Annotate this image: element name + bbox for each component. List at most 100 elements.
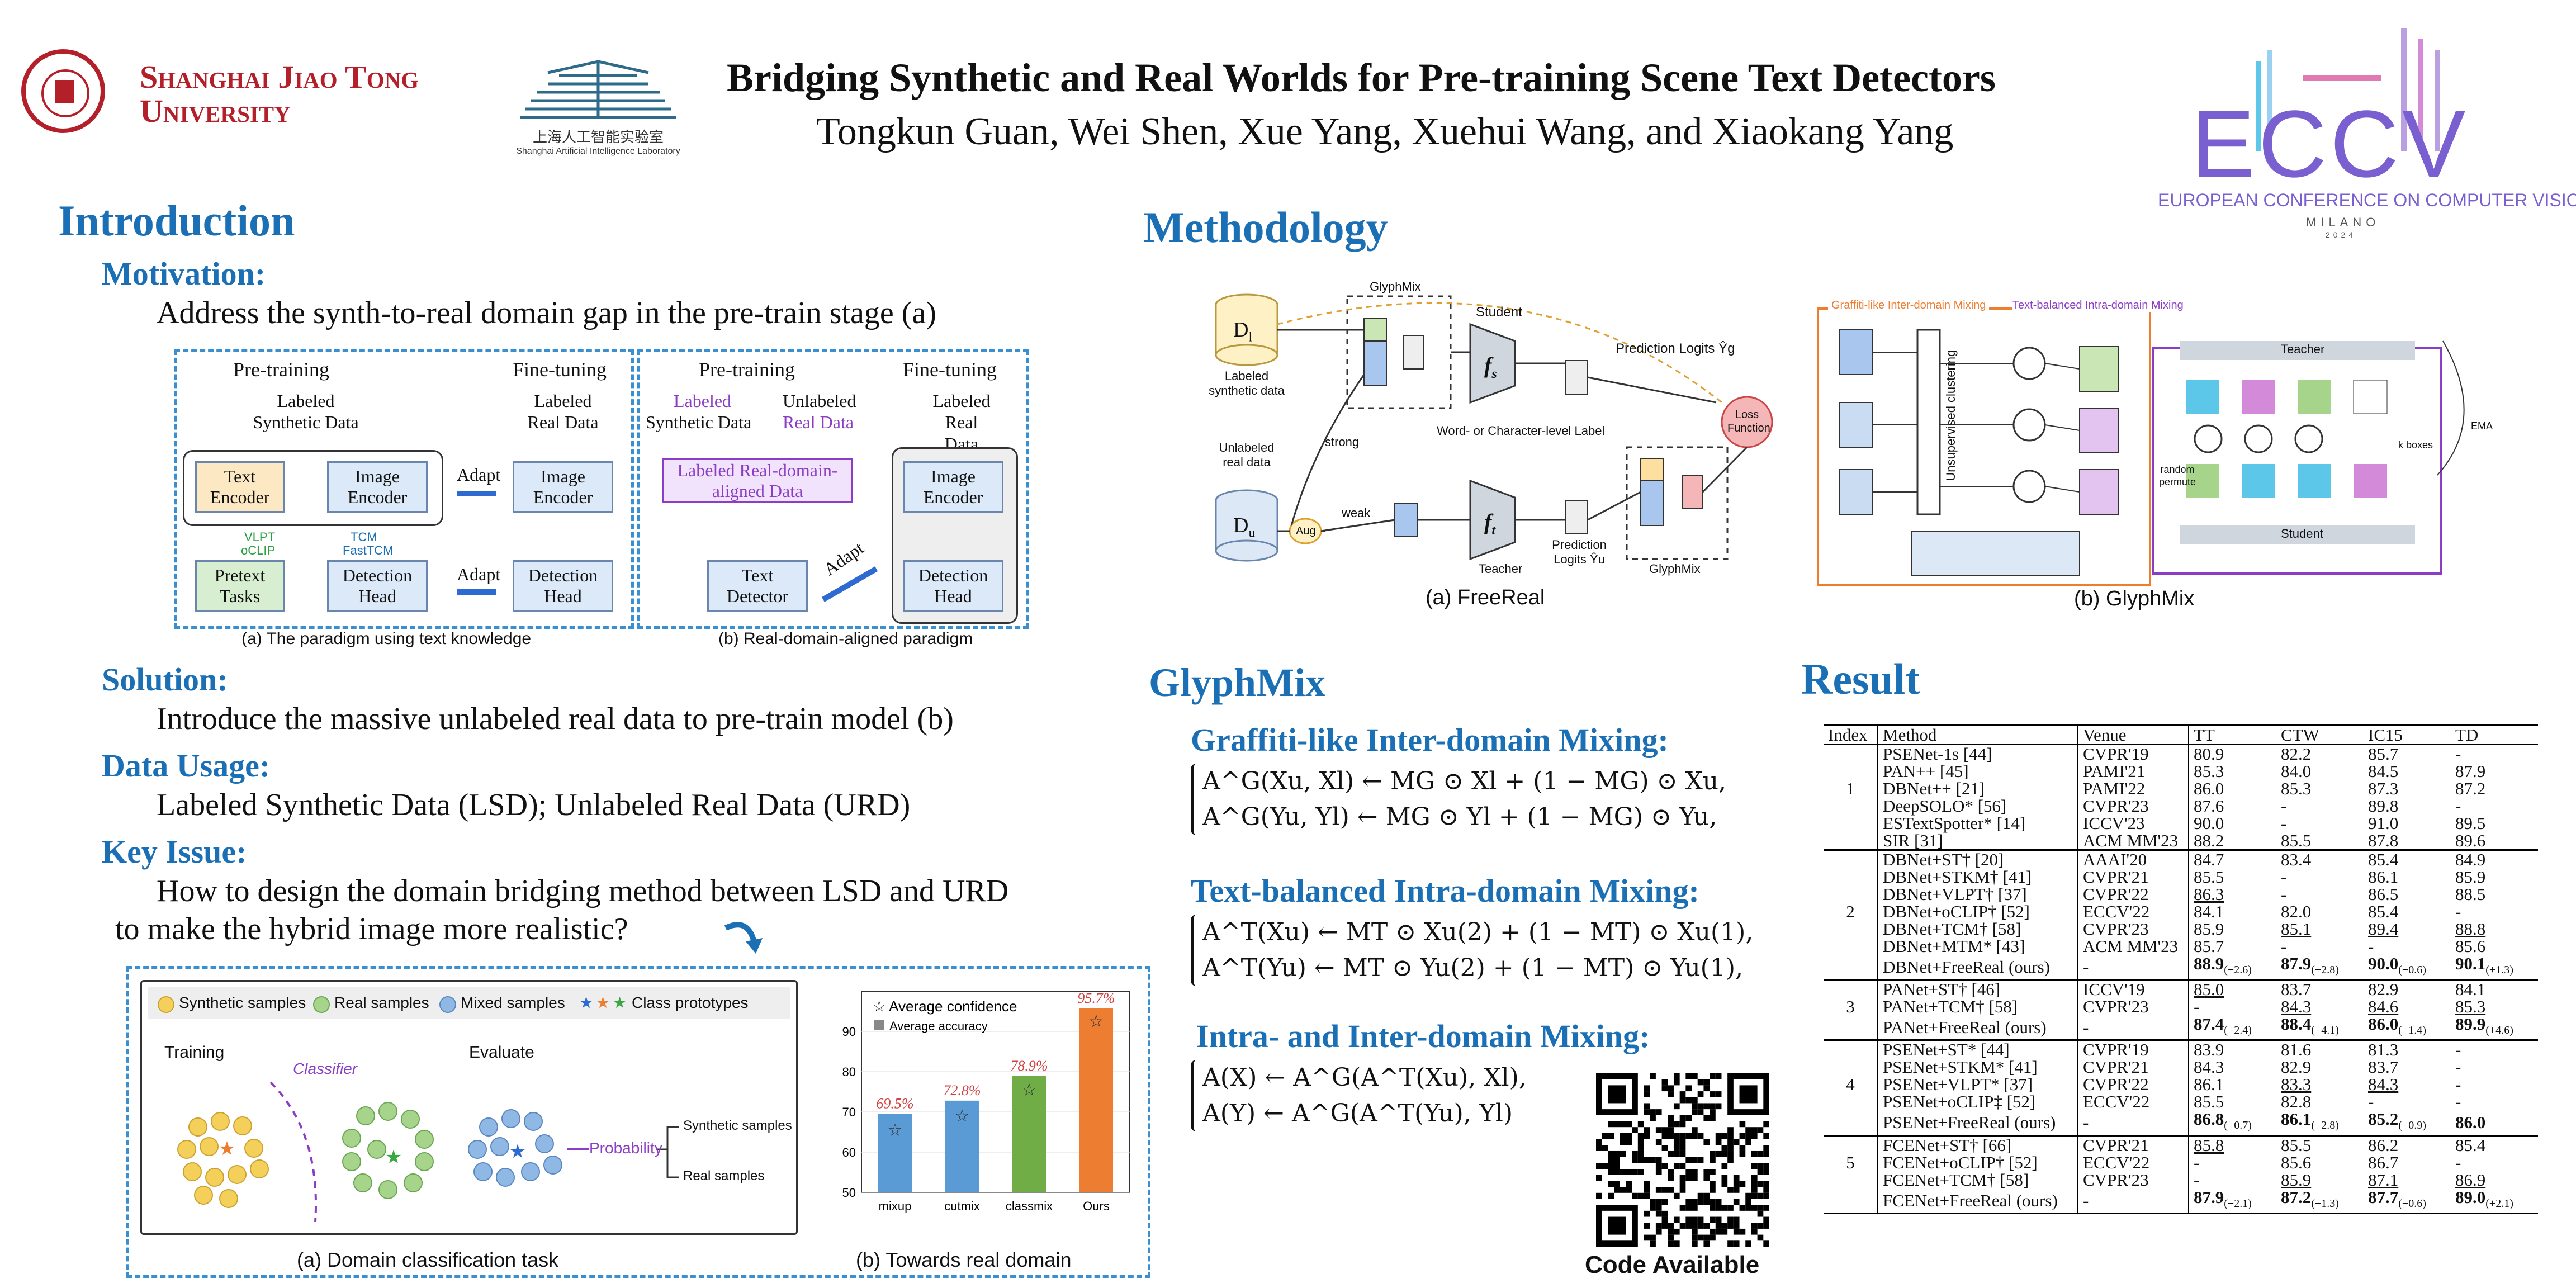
result-cell-index — [1824, 1188, 1878, 1214]
qr-module — [1703, 1085, 1710, 1092]
qr-module — [1608, 1216, 1626, 1235]
qr-module — [1644, 1192, 1650, 1199]
fa-pretext-tasks: Pretext Tasks — [195, 560, 285, 612]
chart-xtick-label: Ours — [1083, 1199, 1110, 1213]
fa-fasttcm: FastTCM — [343, 543, 394, 557]
result-cell-method: PANet+ST† [46] — [1877, 979, 2078, 998]
fa-oclip: oCLIP — [241, 543, 276, 557]
qr-module — [1721, 1133, 1728, 1139]
cls-training-label: Training — [164, 1043, 225, 1062]
qr-module — [1727, 1216, 1734, 1223]
qr-module — [1715, 1073, 1722, 1079]
qr-module — [1715, 1216, 1722, 1223]
result-cell-score: 85.7 — [2188, 937, 2276, 955]
result-cell-score: 84.7 — [2188, 850, 2276, 868]
result-cell-venue: CVPR'23 — [2077, 998, 2189, 1016]
qr-module — [1715, 1150, 1722, 1157]
col-ic15: IC15 — [2364, 724, 2451, 745]
qr-module — [1661, 1223, 1668, 1229]
qr-module — [1655, 1109, 1662, 1115]
qr-module — [1733, 1228, 1740, 1235]
qr-module — [1668, 1115, 1674, 1121]
qr-module — [1692, 1234, 1698, 1241]
qr-module — [1679, 1181, 1686, 1187]
qr-module — [1745, 1127, 1751, 1133]
qr-module — [1620, 1187, 1626, 1193]
qr-module — [1668, 1150, 1674, 1157]
result-cell-score: 87.7(+0.6) — [2364, 1188, 2451, 1214]
qr-module — [1668, 1187, 1674, 1193]
qr-module — [1626, 1133, 1632, 1139]
qr-module — [1596, 1175, 1602, 1181]
qr-module — [1673, 1139, 1680, 1145]
qr-module — [1763, 1216, 1769, 1223]
qr-module — [1637, 1121, 1644, 1128]
qr-module — [1661, 1127, 1668, 1133]
svg-text:★: ★ — [219, 1139, 235, 1159]
chart-legend-confidence: ☆ Average confidence — [873, 998, 1017, 1015]
qr-module — [1655, 1169, 1662, 1175]
result-cell-method: DBNet+TCM† [58] — [1877, 920, 2078, 937]
result-cell-method: FCENet+FreeReal (ours) — [1877, 1188, 2078, 1214]
result-cell-index: 1 — [1846, 779, 1855, 798]
qr-module — [1692, 1175, 1698, 1181]
result-cell-score: - — [2368, 1092, 2374, 1112]
qr-module — [1697, 1223, 1704, 1229]
code-available-label[interactable]: Code Available — [1585, 1251, 1760, 1278]
qr-module — [1650, 1240, 1656, 1247]
col-tt: TT — [2188, 724, 2276, 745]
result-cell-score: - — [2455, 1057, 2461, 1077]
qr-module — [1745, 1199, 1751, 1205]
qr-module — [1644, 1157, 1650, 1163]
qr-module — [1644, 1091, 1650, 1097]
result-cell-venue: ACM MM'23 — [2077, 832, 2189, 851]
fa-adapt-2: Adapt — [457, 564, 501, 584]
result-cell-score: 90.0 — [2188, 815, 2276, 832]
fr-weak: weak — [1342, 506, 1371, 520]
result-cell-score: 89.8 — [2368, 796, 2399, 816]
result-cell-index: 5 — [1846, 1152, 1855, 1172]
qr-module — [1697, 1109, 1704, 1115]
figure-paradigm-a: Pre-training Fine-tuning Labeled Synthet… — [174, 349, 634, 648]
result-cell-score: 84.5 — [2368, 761, 2399, 781]
qr-module — [1715, 1199, 1722, 1205]
chart-bar — [1079, 1008, 1113, 1192]
qr-module — [1727, 1157, 1734, 1163]
result-cell-score: 85.7 — [2368, 744, 2399, 764]
result-cell-score: - — [2455, 796, 2461, 816]
qr-module — [1673, 1240, 1680, 1247]
result-cell-score: 82.2 — [2281, 744, 2312, 764]
qr-module — [1703, 1192, 1710, 1199]
qr-module — [1620, 1139, 1626, 1145]
result-cell-index — [1824, 815, 1878, 832]
qr-module — [1703, 1240, 1710, 1247]
qr-module — [1715, 1103, 1722, 1110]
qr-module — [1655, 1205, 1662, 1211]
result-cell-method: FCENet+oCLIP† [52] — [1877, 1153, 2078, 1171]
result-row: DBNet+FreeReal (ours)-88.9(+2.6)87.9(+2.… — [1824, 955, 2538, 981]
fr-du: Du — [1233, 514, 1256, 541]
result-cell-score: 86.9 — [2455, 1169, 2486, 1190]
qr-code[interactable] — [1596, 1073, 1769, 1247]
key-issue-text-2: to make the hybrid image more realistic? — [115, 912, 628, 946]
qr-module — [1733, 1187, 1740, 1193]
qr-module — [1692, 1073, 1698, 1079]
qr-module — [1637, 1133, 1644, 1139]
qr-module — [1596, 1145, 1602, 1151]
qr-module — [1733, 1199, 1740, 1205]
qr-module — [1710, 1169, 1716, 1175]
legend-synthetic: Synthetic samples — [179, 994, 306, 1011]
qr-module — [1715, 1091, 1722, 1097]
fb-finetune-label: Fine-tuning — [903, 358, 997, 381]
qr-module — [1692, 1097, 1698, 1104]
fr-glyphmix-top: GlyphMix — [1370, 280, 1421, 293]
qr-module — [1763, 1145, 1769, 1151]
qr-module — [1644, 1187, 1650, 1193]
result-cell-score: 89.6 — [2451, 832, 2538, 851]
eq-group-2: A^T(Xu) ← MT ⊙ Xu(2) + (1 − MT) ⊙ Xu(1),… — [1191, 915, 1753, 986]
qr-module — [1763, 1192, 1769, 1199]
qr-module — [1602, 1163, 1608, 1169]
